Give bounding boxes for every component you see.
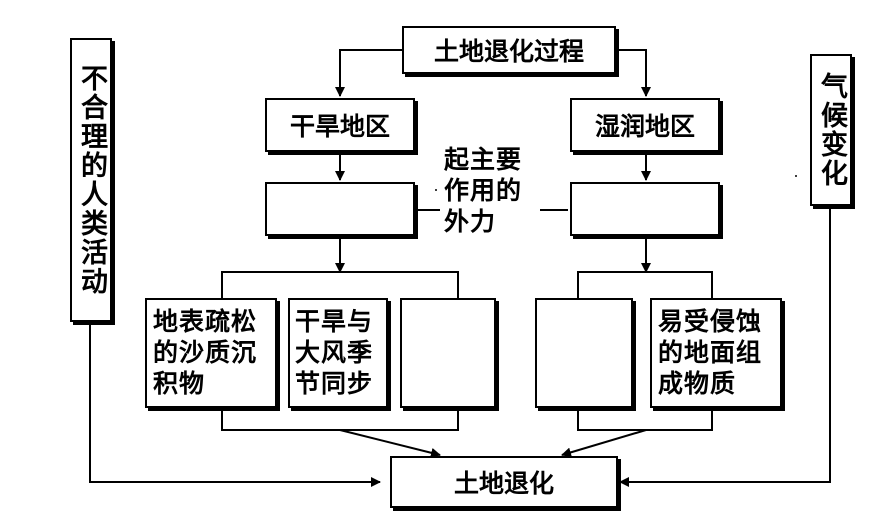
humid-condition-text-2: 易受侵蚀 的地面组 成物质 <box>658 307 763 398</box>
dry-condition-text-2: 干旱与 大风季 节同步 <box>295 307 374 398</box>
scan-dot <box>795 175 797 177</box>
humid-force-blank-text <box>570 182 720 236</box>
external-force-label: 起主要 作用的 外力 <box>444 145 523 236</box>
result-box <box>390 456 618 508</box>
humid-condition-box-2 <box>650 298 782 408</box>
arrow-dry-to-result <box>339 429 441 458</box>
humid-top-bracket <box>577 271 713 298</box>
dry-condition-box-3 <box>400 298 496 408</box>
climate-change-label: 气候变化 <box>816 72 847 188</box>
arrow-title-to-humid <box>614 49 651 97</box>
dry-force-blank-box <box>265 182 415 236</box>
dry-region-box <box>265 98 415 152</box>
dry-condition-box-1 <box>145 298 277 408</box>
humid-force-blank-box <box>570 182 720 236</box>
dry-condition-text-1: 地表疏松 的沙质沉 积物 <box>153 307 258 398</box>
title-box <box>402 26 616 74</box>
arrow-humid-to-result <box>561 429 647 458</box>
dry-force-blank-text <box>265 182 415 236</box>
humid-region-box <box>570 98 720 152</box>
human-activity-box <box>70 38 112 322</box>
human-activity-label: 不合理的人类活动 <box>76 64 107 296</box>
dry-region-label: 干旱地区 <box>289 112 390 141</box>
scan-dot <box>435 189 437 191</box>
result-label: 土地退化 <box>453 469 554 498</box>
arrow-climate-to-result <box>619 206 831 487</box>
dry-condition-box-2 <box>288 298 388 408</box>
humid-bottom-bracket <box>577 408 713 431</box>
arrow-title-to-dry <box>335 49 402 97</box>
title-text: 土地退化过程 <box>433 37 584 66</box>
arrow-human-to-result <box>89 322 381 487</box>
humid-condition-box-1 <box>535 298 633 408</box>
climate-change-box <box>810 54 852 206</box>
dry-top-bracket <box>221 271 459 298</box>
dry-bottom-bracket <box>221 406 459 431</box>
humid-region-label: 湿润地区 <box>594 112 695 141</box>
